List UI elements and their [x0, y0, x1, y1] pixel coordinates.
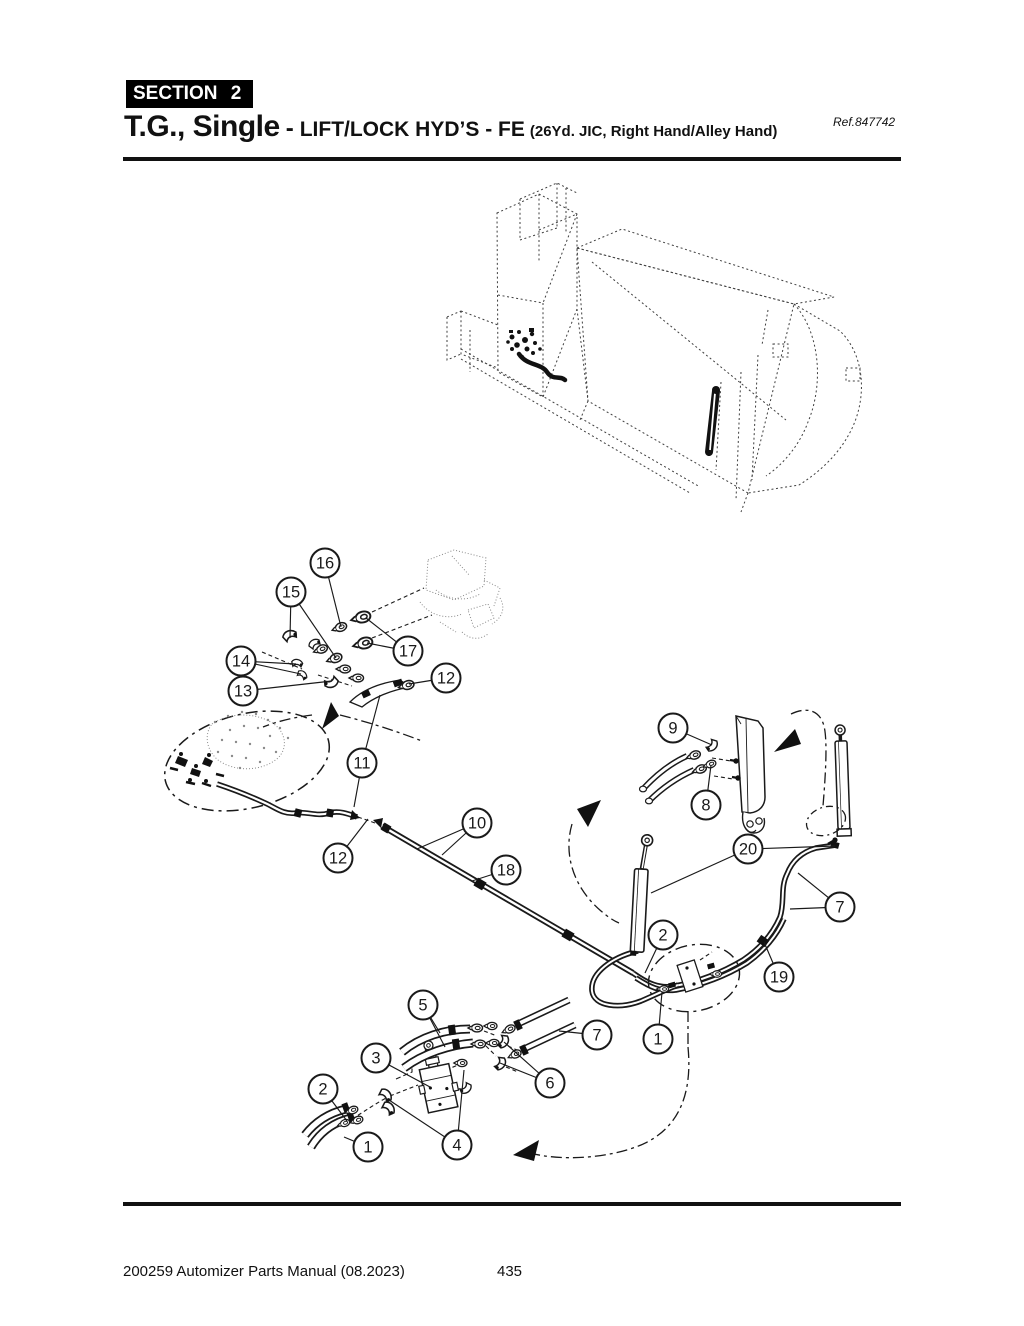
- callout-20: 20: [732, 833, 764, 865]
- direction-arrow-down-icon: [262, 702, 423, 742]
- left-manifold-assembly: [163, 710, 383, 828]
- svg-text:16: 16: [316, 555, 334, 573]
- callout-13: 13: [227, 675, 259, 707]
- svg-text:1: 1: [363, 1139, 372, 1157]
- callout-10: 10: [461, 807, 493, 839]
- callout-6: 6: [534, 1067, 566, 1099]
- reference-number: Ref.847742: [833, 115, 896, 129]
- truck-reference-view: [446, 182, 862, 513]
- lift-cylinder-right: [790, 709, 853, 846]
- lift-cylinder-left: [629, 833, 654, 956]
- callout-18: 18: [490, 854, 522, 886]
- direction-arrow-up-right-icon: [568, 800, 620, 924]
- footer-page-number: 435: [497, 1263, 523, 1280]
- callout-17: 17: [392, 635, 424, 667]
- callout-15: 15: [275, 576, 307, 608]
- callout-12: 12: [430, 662, 462, 694]
- callout-5: 5: [407, 989, 439, 1021]
- callout-1: 1: [642, 1023, 674, 1055]
- svg-text:12: 12: [437, 670, 455, 688]
- title-main: T.G., Single: [124, 110, 280, 143]
- callout-16: 16: [309, 547, 341, 579]
- junction-assembly: [647, 943, 741, 1013]
- callout-14: 14: [225, 645, 257, 677]
- footer-rule: [123, 1202, 901, 1206]
- callout-7: 7: [824, 891, 856, 923]
- section-label: SECTION 2: [126, 80, 254, 108]
- page-title: T.G., Single - LIFT/LOCK HYD’S - FE (26Y…: [124, 110, 777, 144]
- callout-19: 19: [763, 961, 795, 993]
- valve-block: [418, 1040, 460, 1114]
- svg-text:2: 2: [658, 927, 667, 945]
- svg-text:20: 20: [739, 841, 757, 859]
- title-sub: LIFT/LOCK HYD’S - FE: [299, 118, 525, 141]
- truck-valve-blob: [506, 328, 568, 383]
- speckles: [213, 710, 290, 770]
- center-hose-loop: [589, 841, 840, 1009]
- svg-text:7: 7: [592, 1027, 601, 1045]
- footer-manual-info: 200259 Automizer Parts Manual (08.2023): [123, 1263, 405, 1280]
- callout-9: 9: [657, 712, 689, 744]
- callout-2: 2: [307, 1073, 339, 1105]
- lock-cylinder: [638, 715, 766, 834]
- title-dash: -: [285, 115, 294, 142]
- direction-arrow-down-left-icon: [774, 729, 801, 752]
- svg-text:2: 2: [318, 1081, 327, 1099]
- svg-text:17: 17: [399, 643, 417, 661]
- svg-text:10: 10: [468, 815, 486, 833]
- header-rule: [123, 157, 901, 161]
- svg-text:14: 14: [232, 653, 250, 671]
- main-hose-run: [380, 822, 635, 976]
- guide-arrows: [262, 702, 801, 1161]
- callout-7: 7: [581, 1019, 613, 1051]
- svg-text:3: 3: [371, 1050, 380, 1068]
- callout-8: 8: [690, 789, 722, 821]
- svg-text:4: 4: [452, 1137, 461, 1155]
- callout-12: 12: [322, 842, 354, 874]
- svg-text:11: 11: [353, 755, 370, 773]
- svg-text:7: 7: [835, 899, 844, 917]
- fittings-cluster-top: [261, 608, 416, 708]
- svg-text:6: 6: [545, 1075, 554, 1093]
- truck-cylinder: [705, 386, 720, 456]
- svg-text:9: 9: [668, 720, 677, 738]
- bottom-valve-assembly: [301, 996, 577, 1150]
- valve-bank-ghost: [371, 549, 504, 639]
- direction-arrow-left-icon: [513, 1011, 690, 1161]
- svg-text:18: 18: [497, 862, 515, 880]
- svg-text:19: 19: [770, 969, 788, 987]
- callout-4: 4: [441, 1129, 473, 1161]
- svg-text:12: 12: [329, 850, 347, 868]
- callout-1: 1: [352, 1131, 384, 1163]
- svg-text:8: 8: [701, 797, 710, 815]
- title-paren: (26Yd. JIC, Right Hand/Alley Hand): [529, 123, 778, 140]
- svg-text:1: 1: [653, 1031, 662, 1049]
- svg-text:15: 15: [282, 584, 300, 602]
- svg-text:13: 13: [234, 683, 252, 701]
- callout-2: 2: [647, 919, 679, 951]
- svg-text:5: 5: [418, 997, 427, 1015]
- callout-3: 3: [360, 1042, 392, 1074]
- callout-11: 11: [346, 747, 378, 779]
